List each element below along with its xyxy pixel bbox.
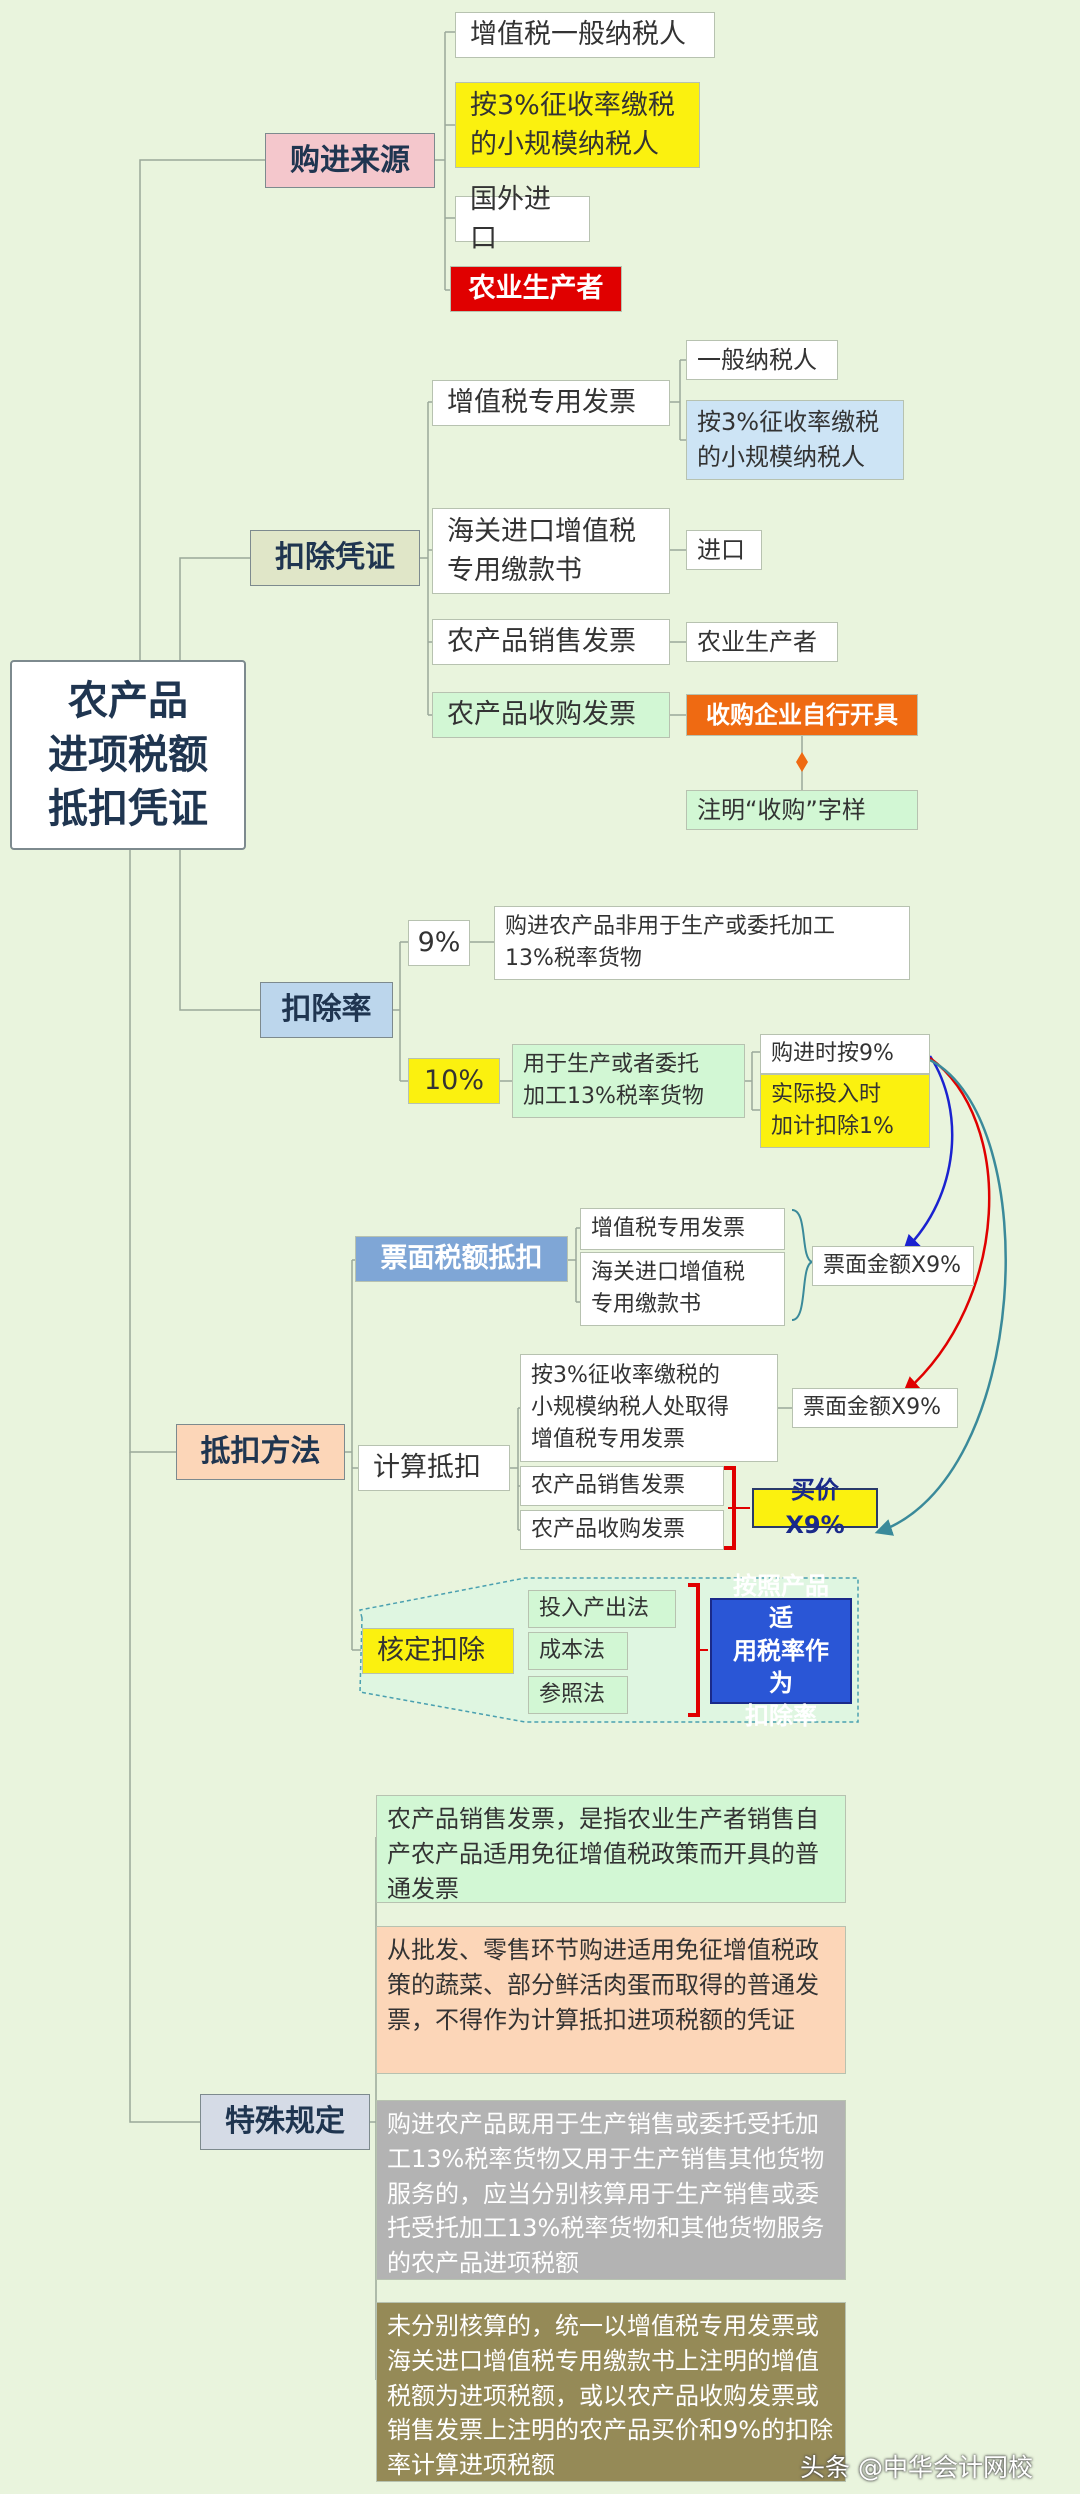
rate-9-percent: 9% xyxy=(408,920,470,966)
method-calculated: 计算抵扣 xyxy=(358,1445,510,1491)
method-verified: 核定扣除 xyxy=(362,1628,514,1674)
deduction-rate-title: 扣除率 xyxy=(260,982,393,1038)
deduction-method-title: 抵扣方法 xyxy=(176,1424,345,1480)
purchase-source-farmer: 农业生产者 xyxy=(450,266,622,312)
rate-10-percent: 10% xyxy=(408,1058,500,1104)
method-ticket-result: 票面金额X9% xyxy=(812,1246,974,1286)
method-verify-cost: 成本法 xyxy=(528,1632,628,1670)
method-ticket-vat-invoice: 增值税专用发票 xyxy=(580,1208,785,1250)
method-ticket-amount: 票面税额抵扣 xyxy=(355,1236,568,1282)
method-ticket-customs: 海关进口增值税 专用缴款书 xyxy=(580,1252,785,1326)
method-calc-result: 买价X9% xyxy=(752,1476,878,1539)
deduction-voucher-title: 扣除凭证 xyxy=(250,530,420,586)
method-verify-input-output: 投入产出法 xyxy=(528,1590,676,1628)
rate-9-description: 购进农产品非用于生产或委托加工 13%税率货物 xyxy=(494,906,910,980)
special-rules-title: 特殊规定 xyxy=(200,2094,370,2150)
method-calc-sales-invoice: 农产品销售发票 xyxy=(520,1466,724,1506)
purchase-source-title: 购进来源 xyxy=(265,133,435,188)
voucher-purchase-self-issue: 收购企业自行开具 xyxy=(686,694,918,736)
method-calc-small-taxpayer: 按3%征收率缴税的 小规模纳税人处取得 增值税专用发票 xyxy=(520,1354,778,1462)
voucher-customs-import: 进口 xyxy=(686,530,762,570)
rate-at-purchase: 购进时按9% xyxy=(760,1034,930,1074)
voucher-customs-book: 海关进口增值税 专用缴款书 xyxy=(432,508,670,594)
special-rule-3: 购进农产品既用于生产销售或委托受托加工13%税率货物又用于生产销售其他货物服务的… xyxy=(376,2100,846,2280)
root-title: 农产品 进项税额 抵扣凭证 xyxy=(10,660,246,850)
voucher-vat-small: 按3%征收率缴税 的小规模纳税人 xyxy=(686,400,904,480)
voucher-purchase-note: 注明“收购”字样 xyxy=(686,790,918,830)
special-rule-2: 从批发、零售环节购进适用免征增值税政策的蔬菜、部分鲜活肉蛋而取得的普通发票，不得… xyxy=(376,1926,846,2074)
method-verify-reference: 参照法 xyxy=(528,1676,628,1714)
voucher-purchase-invoice: 农产品收购发票 xyxy=(432,692,670,738)
method-verify-result: 按照产品适 用税率作为 扣除率 xyxy=(710,1572,852,1730)
special-rule-4: 未分别核算的，统一以增值税专用发票或海关进口增值税专用缴款书上注明的增值税额为进… xyxy=(376,2302,846,2482)
method-calc-purchase-invoice: 农产品收购发票 xyxy=(520,1510,724,1550)
purchase-source-general-taxpayer: 增值税一般纳税人 xyxy=(455,12,715,58)
special-rule-1: 农产品销售发票，是指农业生产者销售自产农产品适用免征增值税政策而开具的普通发票 xyxy=(376,1795,846,1903)
rate-10-description: 用于生产或者委托 加工13%税率货物 xyxy=(512,1044,745,1118)
voucher-sales-farmer: 农业生产者 xyxy=(686,622,838,662)
watermark: 头条 @中华会计网校 xyxy=(800,2453,1033,2482)
rate-at-use: 实际投入时 加计扣除1% xyxy=(760,1074,930,1148)
voucher-vat-invoice: 增值税专用发票 xyxy=(432,380,670,426)
method-calc-small-result: 票面金额X9% xyxy=(792,1388,958,1428)
purchase-source-import: 国外进口 xyxy=(455,184,590,254)
voucher-vat-general: 一般纳税人 xyxy=(686,340,838,380)
voucher-sales-invoice: 农产品销售发票 xyxy=(432,619,670,665)
purchase-source-small-taxpayer: 按3%征收率缴税 的小规模纳税人 xyxy=(455,82,700,168)
